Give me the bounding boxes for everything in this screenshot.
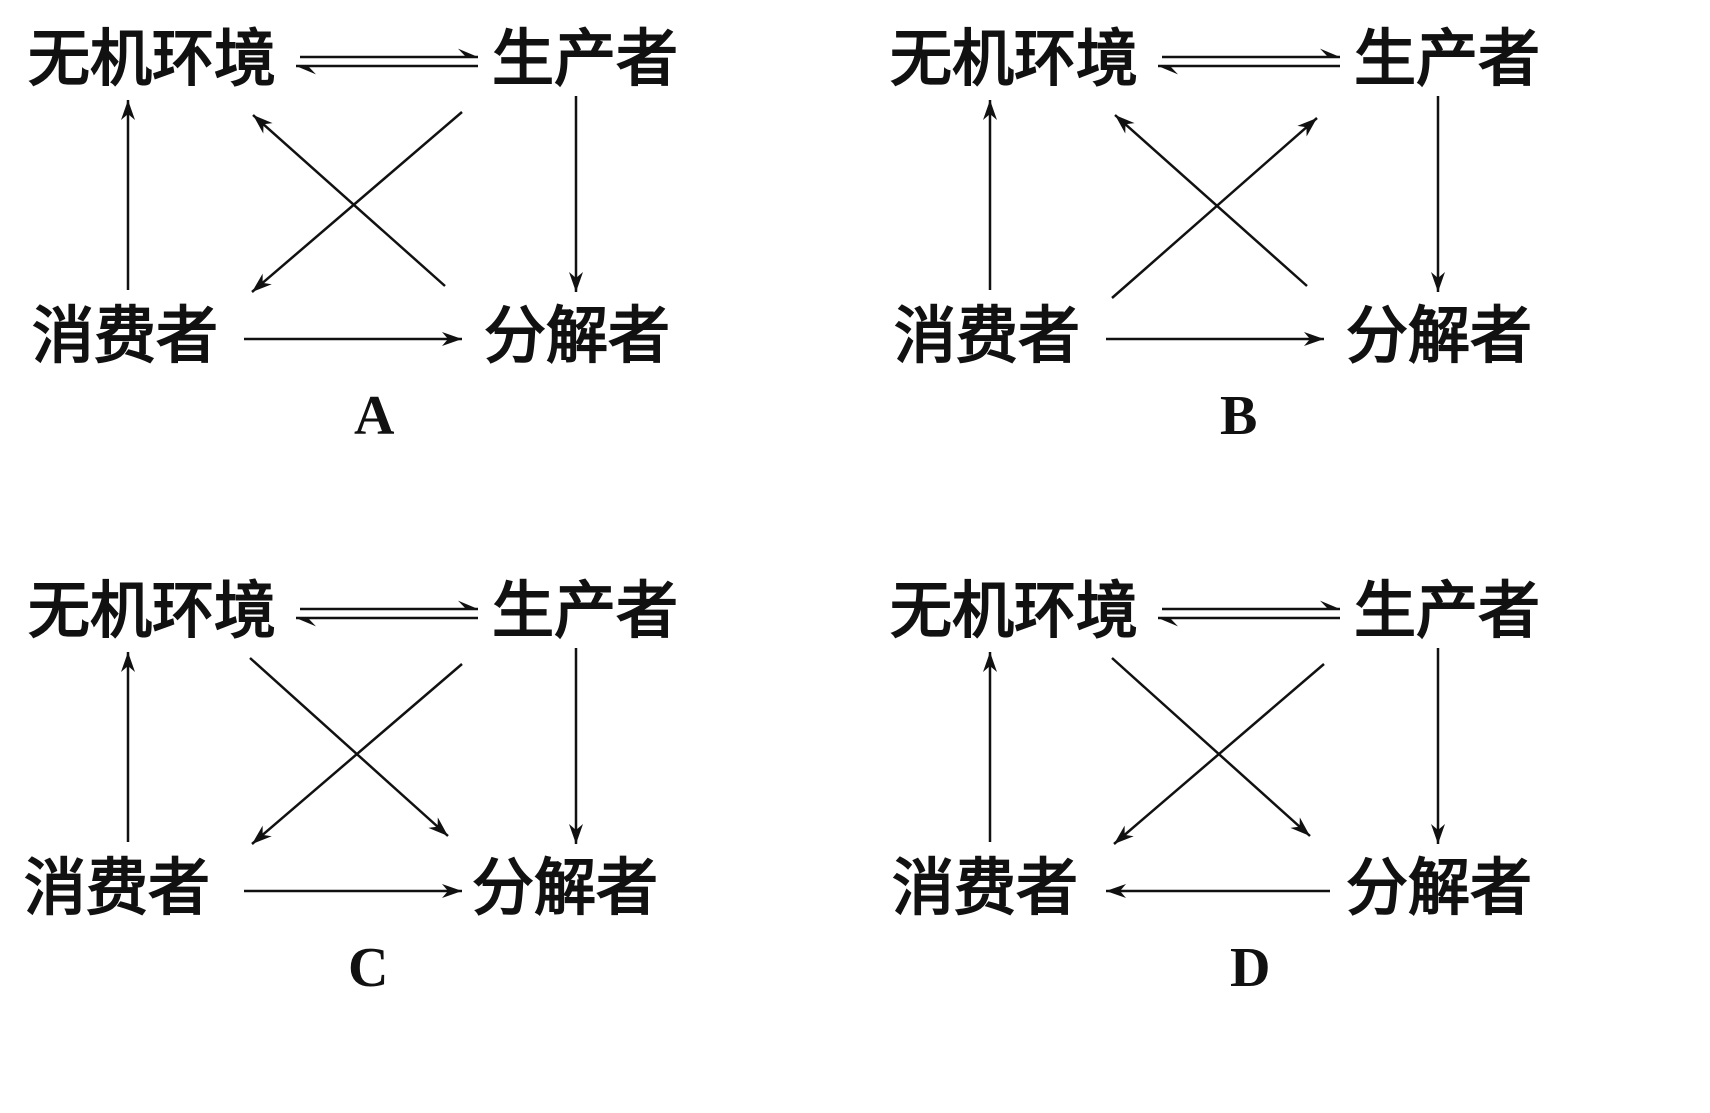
arrow-head: [1304, 332, 1324, 346]
node-abiotic: 无机环境: [28, 22, 277, 95]
option-d-arrows: [983, 600, 1445, 898]
arrow-head: [1431, 824, 1445, 844]
node-abiotic: 无机环境: [890, 574, 1139, 647]
node-consumer: 消费者: [894, 299, 1081, 372]
arrow-head: [1114, 825, 1134, 844]
node-decomposer: 分解者: [1346, 851, 1533, 924]
arrow-head: [252, 273, 272, 292]
arrow-head: [252, 825, 272, 844]
arrow-decomposer-to-abiotic: [252, 114, 446, 287]
arrow-head: [1320, 600, 1340, 609]
arrow-abiotic-to-decomposer: [249, 657, 449, 837]
arrow-head: [121, 652, 135, 672]
option-b-panel: 无机环境 生产者 消费者 分解者 B: [862, 0, 1710, 556]
option-a-label: A: [354, 385, 395, 447]
arrow-head: [1106, 884, 1126, 898]
arrow-head: [296, 618, 316, 627]
option-a-arrows: [121, 48, 583, 346]
arrow-head: [983, 100, 997, 120]
option-b-arrows: [983, 48, 1445, 346]
arrow-head: [442, 332, 462, 346]
arrow-head: [121, 100, 135, 120]
node-consumer: 消费者: [32, 299, 219, 372]
node-abiotic: 无机环境: [890, 22, 1139, 95]
node-decomposer: 分解者: [472, 851, 659, 924]
arrow-head: [428, 817, 448, 836]
arrow-decomposer-to-abiotic: [1114, 114, 1308, 287]
arrow-head: [1431, 272, 1445, 292]
node-consumer: 消费者: [24, 851, 211, 924]
arrow-head: [458, 600, 478, 609]
arrow-head: [1158, 618, 1178, 627]
node-producer: 生产者: [1354, 22, 1541, 95]
arrow-head: [1158, 66, 1178, 75]
arrow-head: [983, 652, 997, 672]
arrow-head: [458, 48, 478, 57]
arrow-head: [296, 66, 316, 75]
arrow-consumer-to-producer: [1111, 117, 1318, 299]
node-abiotic: 无机环境: [28, 574, 277, 647]
option-c-panel: 无机环境 生产者 消费者 分解者 C: [0, 552, 855, 1108]
arrow-head: [569, 824, 583, 844]
option-b-label: B: [1220, 385, 1258, 447]
arrow-head: [1115, 115, 1135, 134]
arrow-head: [569, 272, 583, 292]
node-decomposer: 分解者: [484, 299, 671, 372]
arrow-head: [253, 115, 273, 134]
arrow-head: [1297, 118, 1317, 137]
node-producer: 生产者: [492, 22, 679, 95]
option-d-panel: 无机环境 生产者 消费者 分解者 D: [862, 552, 1710, 1108]
node-decomposer: 分解者: [1346, 299, 1533, 372]
option-c-label: C: [348, 937, 389, 999]
arrow-head: [442, 884, 462, 898]
option-a-panel: 无机环境 生产者 消费者 分解者 A: [0, 0, 855, 556]
option-d-label: D: [1230, 937, 1271, 999]
arrow-producer-to-consumer: [251, 111, 463, 293]
node-producer: 生产者: [1354, 574, 1541, 647]
option-c-arrows: [121, 600, 583, 898]
arrow-head: [1290, 817, 1310, 836]
arrow-abiotic-to-decomposer: [1111, 657, 1311, 837]
node-producer: 生产者: [492, 574, 679, 647]
node-consumer: 消费者: [892, 851, 1079, 924]
arrow-head: [1320, 48, 1340, 57]
